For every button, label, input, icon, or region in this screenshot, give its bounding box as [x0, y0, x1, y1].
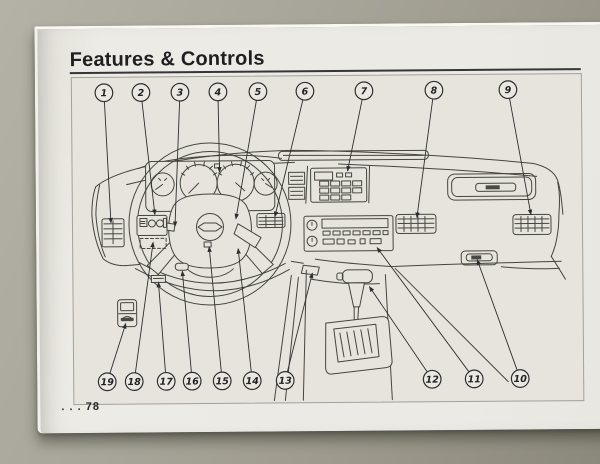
left-air-vent — [101, 218, 125, 248]
svg-text:16: 16 — [186, 376, 200, 387]
callout-11: 11 — [464, 369, 484, 389]
steering-wheel — [128, 142, 292, 306]
callout-9: 9 — [498, 80, 518, 100]
svg-text:15: 15 — [216, 376, 230, 387]
callout-13: 13 — [275, 371, 295, 390]
instrument-cluster — [138, 154, 282, 212]
callout-16: 16 — [182, 371, 202, 391]
callout-7: 7 — [354, 81, 374, 101]
callout-14: 14 — [242, 371, 262, 391]
callout-10: 10 — [510, 369, 530, 388]
callout-leader-lines — [103, 89, 533, 382]
svg-text:9: 9 — [505, 85, 512, 96]
wiper-stalk — [233, 223, 262, 249]
svg-text:11: 11 — [468, 374, 481, 385]
climate-control-panel — [288, 167, 368, 203]
svg-text:5: 5 — [255, 87, 262, 98]
callout-1: 1 — [94, 83, 114, 103]
svg-text:1: 1 — [101, 88, 108, 99]
svg-text:4: 4 — [214, 87, 222, 98]
defroster-vent-strip — [277, 149, 429, 161]
svg-text:8: 8 — [431, 86, 438, 97]
svg-text:10: 10 — [514, 374, 528, 385]
page-number: . . . 78 — [61, 400, 101, 414]
callout-3: 3 — [170, 82, 190, 102]
passenger-dash-inset — [447, 172, 537, 201]
dashboard-illustration: 1 2 3 4 5 6 7 8 9 19 18 17 16 15 14 13 1… — [91, 80, 566, 402]
manual-page: Features & Controls — [34, 21, 600, 434]
center-left-air-vent — [256, 212, 286, 229]
callout-17: 17 — [156, 371, 176, 391]
center-right-air-vent — [395, 213, 437, 235]
svg-text:2: 2 — [138, 88, 145, 99]
svg-text:19: 19 — [101, 377, 115, 388]
callout-6: 6 — [295, 81, 315, 101]
callout-12: 12 — [422, 369, 442, 389]
svg-text:7: 7 — [361, 86, 368, 97]
svg-text:6: 6 — [302, 87, 309, 98]
callout-4: 4 — [208, 82, 228, 102]
radio-unit — [303, 215, 394, 252]
callout-15: 15 — [212, 371, 232, 391]
headlight-switch-panel — [136, 214, 168, 250]
gear-shifter — [325, 269, 393, 375]
svg-text:13: 13 — [279, 376, 293, 387]
right-air-vent — [512, 213, 552, 236]
callout-5: 5 — [248, 82, 268, 102]
lower-left-switch — [150, 274, 166, 283]
svg-text:17: 17 — [160, 377, 174, 388]
callout-18: 18 — [124, 372, 144, 392]
svg-text:14: 14 — [246, 376, 260, 387]
svg-text:18: 18 — [128, 377, 142, 388]
callout-8: 8 — [424, 80, 444, 100]
chevrolet-bowtie-logo — [195, 213, 224, 242]
car-icon — [120, 315, 134, 322]
hood-release-control — [117, 299, 138, 328]
svg-text:12: 12 — [426, 375, 440, 386]
callout-2: 2 — [131, 83, 151, 102]
callout-19: 19 — [97, 372, 117, 392]
dimmer-switch — [174, 262, 189, 271]
svg-text:3: 3 — [177, 88, 184, 99]
